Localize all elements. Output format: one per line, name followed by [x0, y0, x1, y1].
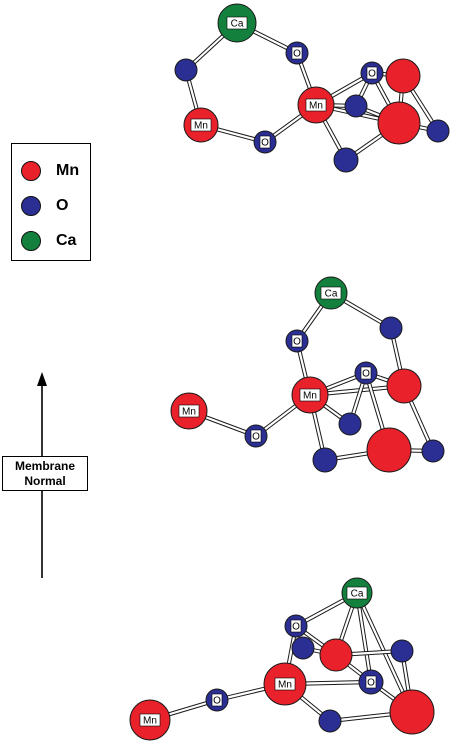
bottom-mn-atom — [319, 638, 353, 672]
middle-o-atom — [379, 316, 403, 340]
mn-atom-label: Mn — [182, 407, 196, 418]
top-ca-atom: Ca — [217, 3, 257, 43]
o-atom-label: O — [362, 369, 370, 380]
middle-o-atom: O — [354, 361, 378, 385]
bottom-mn-atom — [389, 689, 435, 735]
ca-atom-label: Ca — [325, 289, 338, 300]
legend: Mn O Ca — [11, 143, 91, 261]
ca-legend-marker — [21, 231, 41, 251]
middle-mn-atom: Mn — [170, 392, 208, 430]
middle-o-atom: O — [285, 329, 309, 353]
top-o-atom: O — [285, 41, 309, 65]
middle-o-atom — [312, 447, 338, 473]
middle-o-atom — [338, 412, 362, 436]
middle-mn-atom — [386, 368, 422, 404]
top-o-atom: O — [253, 130, 277, 154]
middle-mn-atom — [366, 427, 412, 473]
mn-atom-label: Mn — [194, 121, 208, 132]
bottom-o-atom: O — [358, 669, 384, 695]
top-o-atom — [344, 94, 368, 118]
membrane-normal-label: Membrane Normal — [2, 456, 88, 491]
o-atom-label: O — [293, 49, 301, 60]
bottom-o-atom — [318, 709, 342, 733]
top-mn-atom: Mn — [297, 86, 335, 124]
legend-item-ca: Ca — [12, 227, 92, 255]
bottom-ca-atom: Ca — [341, 577, 373, 609]
legend-label-o: O — [56, 197, 69, 214]
o-atom-label: O — [252, 432, 260, 443]
ca-atom-label: Ca — [231, 19, 244, 30]
mn-atom-label: Mn — [309, 101, 323, 112]
membrane-label-line1: Membrane — [14, 459, 76, 473]
top-mn-atom — [385, 58, 421, 94]
o-atom-label: O — [213, 696, 221, 707]
top-mn-atom: Mn — [183, 107, 219, 143]
legend-label-ca: Ca — [56, 232, 77, 249]
ca-atom-label: Ca — [351, 589, 364, 600]
legend-item-mn: Mn — [12, 157, 92, 185]
o-atom-label: O — [261, 138, 269, 149]
middle-o-atom — [421, 439, 445, 463]
o-atom-label: O — [292, 622, 300, 633]
bottom-mn-atom: Mn — [263, 662, 307, 706]
top-o-atom — [426, 119, 450, 143]
mn-atom-label: Mn — [278, 680, 292, 691]
top-o-atom — [333, 147, 359, 173]
membrane-label-line2: Normal — [24, 474, 66, 488]
bottom-o-atom: O — [284, 614, 308, 638]
o-atom-label: O — [367, 678, 375, 689]
bottom-o-atom — [291, 636, 315, 660]
bottom-o-atom: O — [205, 688, 229, 712]
top-o-atom: O — [360, 61, 384, 85]
legend-label-mn: Mn — [56, 162, 80, 179]
mn-atom-label: Mn — [303, 391, 317, 402]
bottom-mn-atom: Mn — [129, 699, 171, 741]
o-legend-marker — [21, 196, 41, 216]
mn-atom-label: Mn — [143, 716, 157, 727]
top-o-atom — [174, 58, 198, 82]
o-atom-label: O — [368, 69, 376, 80]
middle-o-atom: O — [244, 424, 268, 448]
middle-mn-atom: Mn — [291, 376, 329, 414]
middle-ca-atom: Ca — [314, 276, 348, 310]
o-atom-label: O — [293, 337, 301, 348]
bottom-o-atom — [390, 639, 414, 663]
top-mn-atom — [377, 101, 421, 145]
legend-item-o: O — [12, 192, 92, 220]
mn-legend-marker — [21, 161, 41, 181]
